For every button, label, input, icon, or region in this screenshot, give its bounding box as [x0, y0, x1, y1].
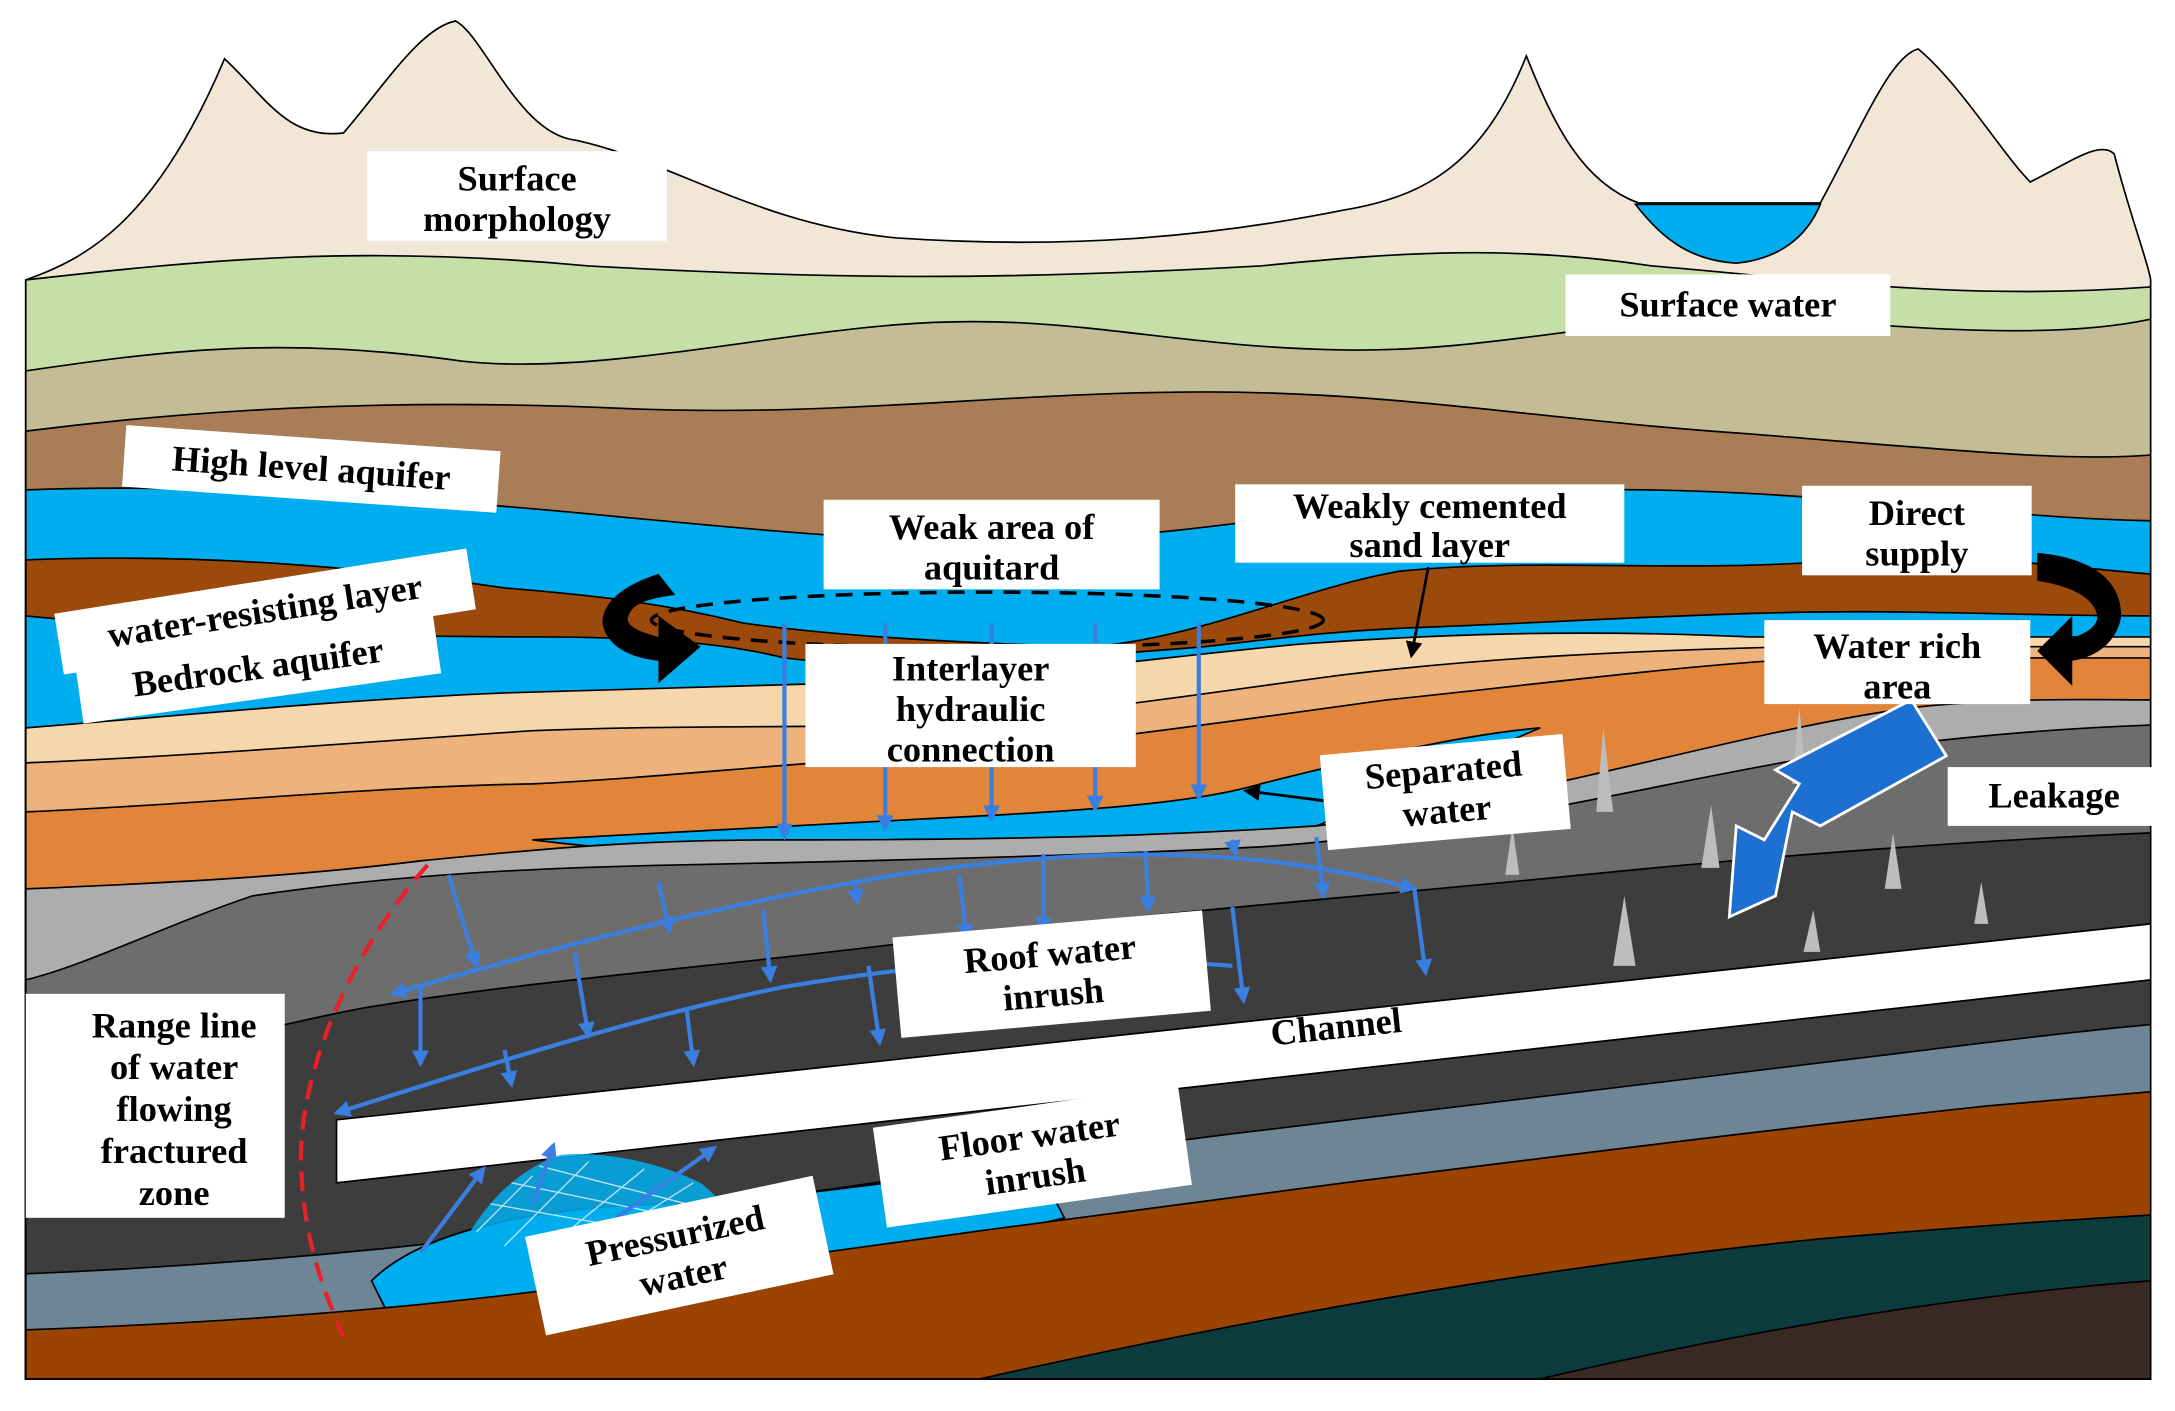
roof-fracture-arrows	[333, 836, 1433, 1117]
pointer-separated-water	[1243, 784, 1324, 803]
range-line-dashed	[298, 863, 430, 1338]
curved-arrow-left-icon	[602, 573, 701, 684]
direct-supply-label-2: supply	[1865, 534, 1968, 574]
surface-morphology-label-2: morphology	[423, 199, 611, 239]
water-rich-label-1: Water rich	[1813, 626, 1981, 666]
direct-supply-arrows	[602, 552, 2122, 686]
pointer-weakly-cemented	[1405, 566, 1430, 659]
weakly-cemented-label-1: Weakly cemented	[1293, 486, 1567, 526]
curved-arrow-right-icon	[2037, 552, 2122, 686]
interlayer-label-3: connection	[887, 729, 1055, 769]
surface-water-pond	[1633, 203, 1822, 265]
weak-area-label-2: aquitard	[924, 548, 1059, 588]
water-rich-label-2: area	[1863, 667, 1931, 707]
range-line-label-4: fractured	[101, 1131, 248, 1171]
direct-supply-label-1: Direct	[1869, 493, 1965, 533]
range-line-label-2: of water	[110, 1047, 238, 1087]
surface-morphology-label-1: Surface	[457, 158, 576, 198]
range-line-label-1: Range line	[92, 1005, 257, 1045]
coffee-layer	[1540, 1279, 2152, 1380]
channel-shape	[335, 922, 2152, 1184]
interlayer-label-2: hydraulic	[896, 689, 1046, 729]
weakly-cemented-label-2: sand layer	[1349, 525, 1510, 565]
labels: Surface morphology Surface water High le…	[25, 151, 2162, 1336]
leakage-label: Leakage	[1988, 776, 2119, 816]
interlayer-label-1: Interlayer	[892, 648, 1050, 688]
range-line-label-3: flowing	[117, 1089, 232, 1129]
channel-group: Channel	[335, 922, 2152, 1184]
separated-water-label-2: water	[1401, 787, 1493, 835]
roof-water-label-2: inrush	[1001, 970, 1105, 1019]
weak-area-label-1: Weak area of	[889, 507, 1095, 547]
surface-water-label: Surface water	[1619, 284, 1836, 324]
strata	[24, 20, 2152, 1380]
leakage-arrow-icon	[1727, 698, 1949, 920]
range-line-label-5: zone	[139, 1173, 210, 1213]
